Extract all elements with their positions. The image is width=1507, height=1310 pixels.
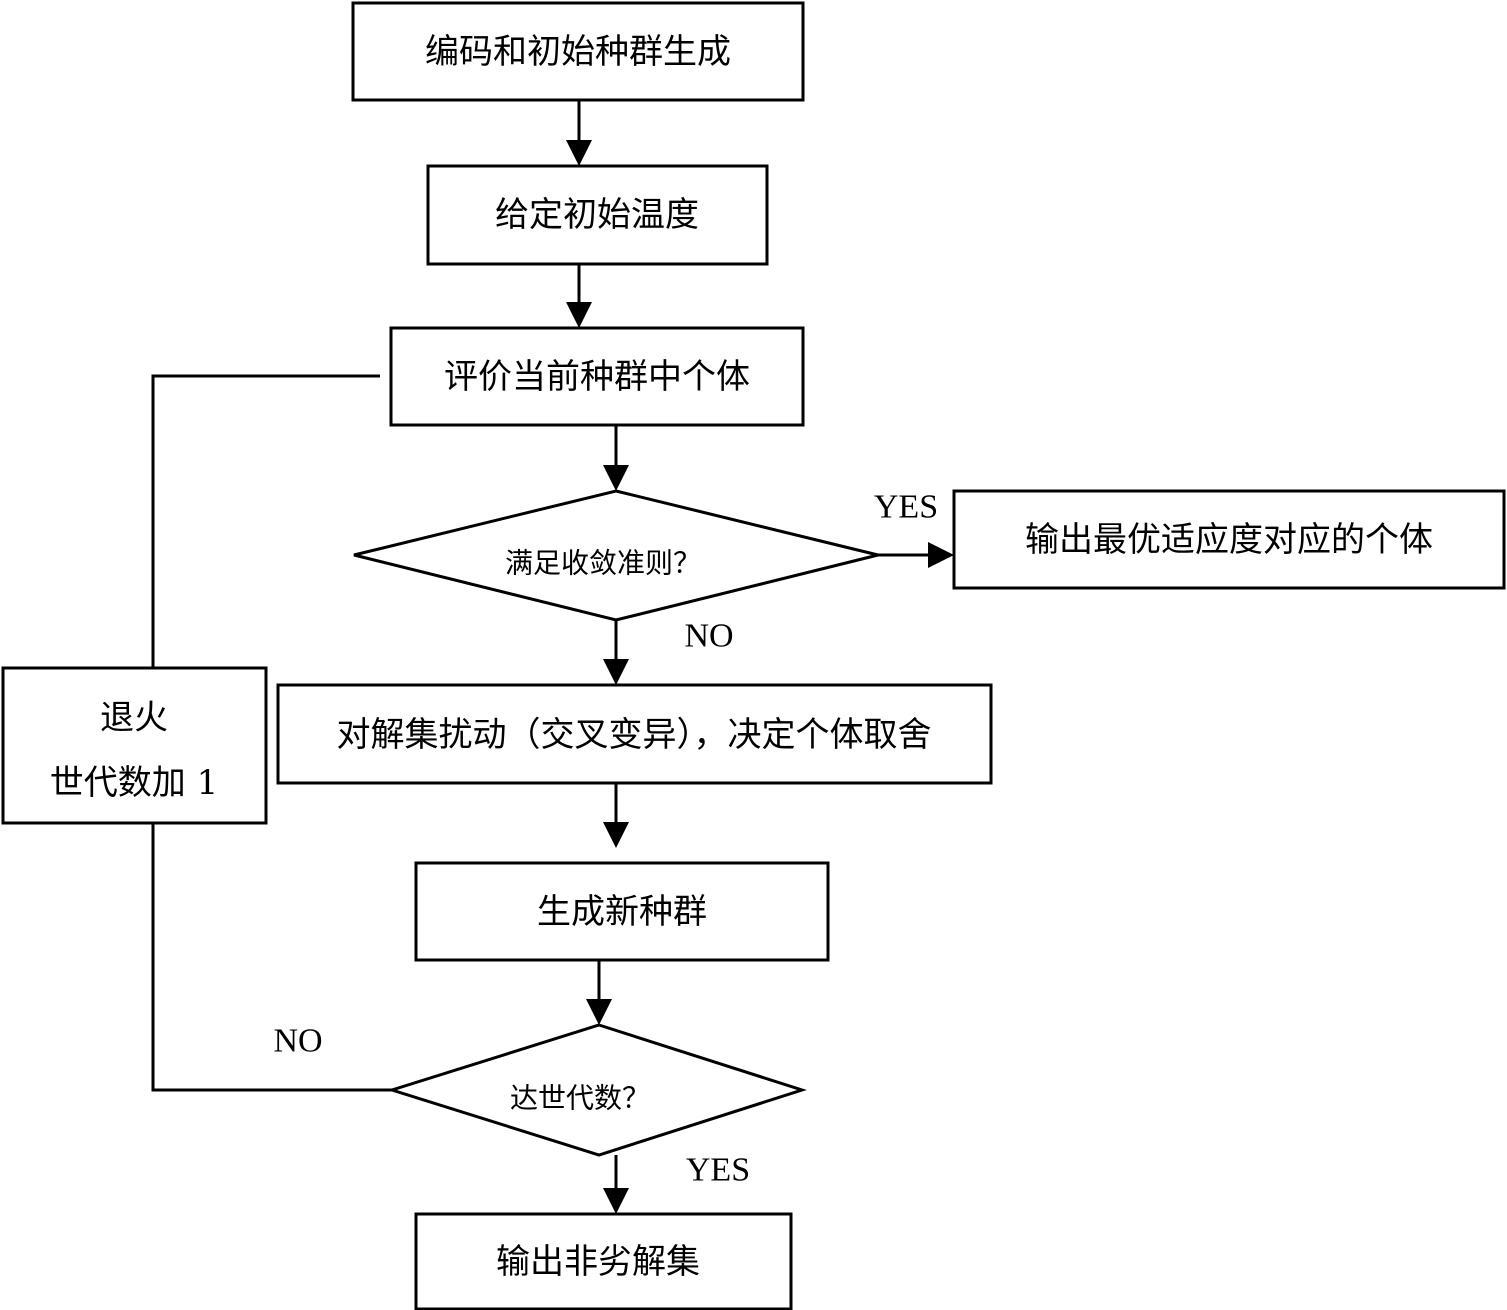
arrowhead-output-nondominated: [603, 1188, 629, 1214]
node-new-population-text: 生成新种群: [537, 892, 707, 932]
node-output-nondominated-text: 输出非劣解集: [496, 1242, 700, 1282]
arrowhead-perturb: [603, 659, 629, 685]
arrowhead-init-temp: [566, 140, 592, 166]
arrowhead-output-best: [928, 542, 954, 568]
node-evaluate-text: 评价当前种群中个体: [444, 357, 750, 397]
node-init-temp-text: 给定初始温度: [495, 195, 699, 235]
label-converge-no: NO: [684, 618, 733, 655]
node-perturb-text: 对解集扰动（交叉变异），决定个体取舍: [337, 715, 932, 755]
node-anneal-text-line1: 退火: [100, 698, 168, 738]
arrowhead-evaluate: [566, 302, 592, 328]
node-generation-text: 达世代数？: [510, 1082, 650, 1115]
label-generation-yes: YES: [686, 1152, 750, 1189]
node-encode-text: 编码和初始种群生成: [425, 32, 731, 72]
arrowhead-generation: [586, 999, 612, 1025]
node-output-best-text: 输出最优适应度对应的个体: [1025, 520, 1433, 560]
label-converge-yes: YES: [874, 489, 938, 526]
node-converge-text: 满足收敛准则？: [505, 547, 701, 580]
label-generation-no: NO: [273, 1023, 322, 1060]
connector-anneal-to-evaluate: [153, 376, 380, 668]
arrowhead-converge: [603, 465, 629, 491]
node-anneal-text-line2: 世代数加 1: [50, 763, 218, 803]
arrowhead-new-population: [603, 822, 629, 848]
